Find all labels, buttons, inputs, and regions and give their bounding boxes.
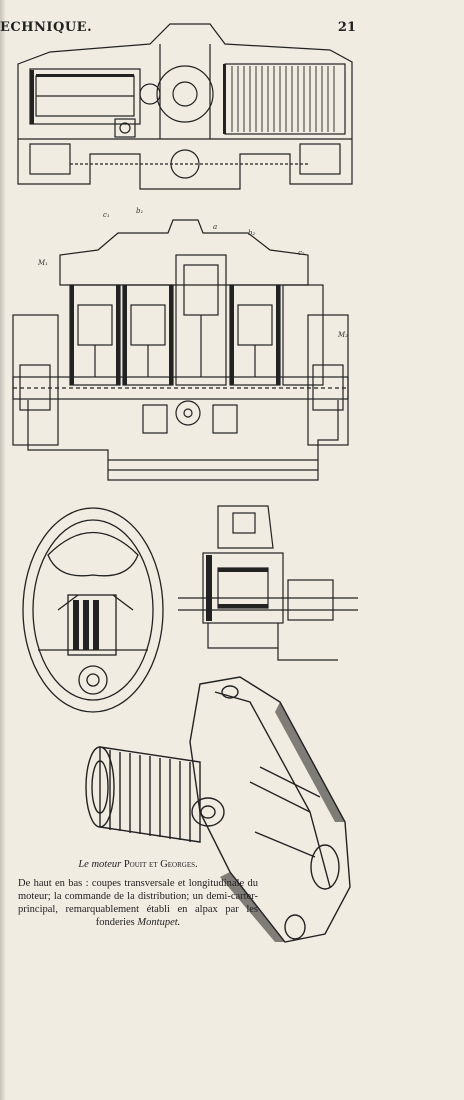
caption-title-prefix: Le moteur (78, 859, 122, 870)
svg-text:a: a (213, 223, 217, 231)
svg-text:c₂: c₂ (298, 249, 305, 257)
distribution-drive-drawing (178, 505, 358, 661)
svg-text:M₂: M₂ (337, 331, 348, 339)
figure-caption: Le moteur Pouit et Georges. De haut en b… (18, 858, 258, 929)
caption-foundry-name: Montupet. (137, 917, 181, 928)
page-number: 21 (337, 20, 356, 35)
caption-engine-name: Pouit et Georges. (123, 859, 198, 870)
half-crankcase-casting-drawing (85, 676, 351, 943)
svg-text:c₁: c₁ (103, 211, 110, 219)
caption-body: De haut en bas : coupes transversale et … (18, 877, 258, 929)
svg-text:b₂: b₂ (248, 229, 255, 237)
caption-title: Le moteur Pouit et Georges. (18, 858, 258, 871)
svg-text:b₁: b₁ (136, 207, 143, 215)
running-head: ECHNIQUE. (0, 20, 93, 35)
longitudinal-section-drawing: c₁ b₁ a b₂ c₂ M₁ M₂ (12, 207, 349, 481)
transverse-section-drawing (17, 23, 353, 190)
caption-body-text: De haut en bas : coupes transversale et … (18, 878, 258, 928)
svg-text:M₁: M₁ (37, 259, 48, 267)
distribution-casing-section-drawing (22, 507, 164, 713)
page-edge-shadow (0, 0, 6, 1100)
